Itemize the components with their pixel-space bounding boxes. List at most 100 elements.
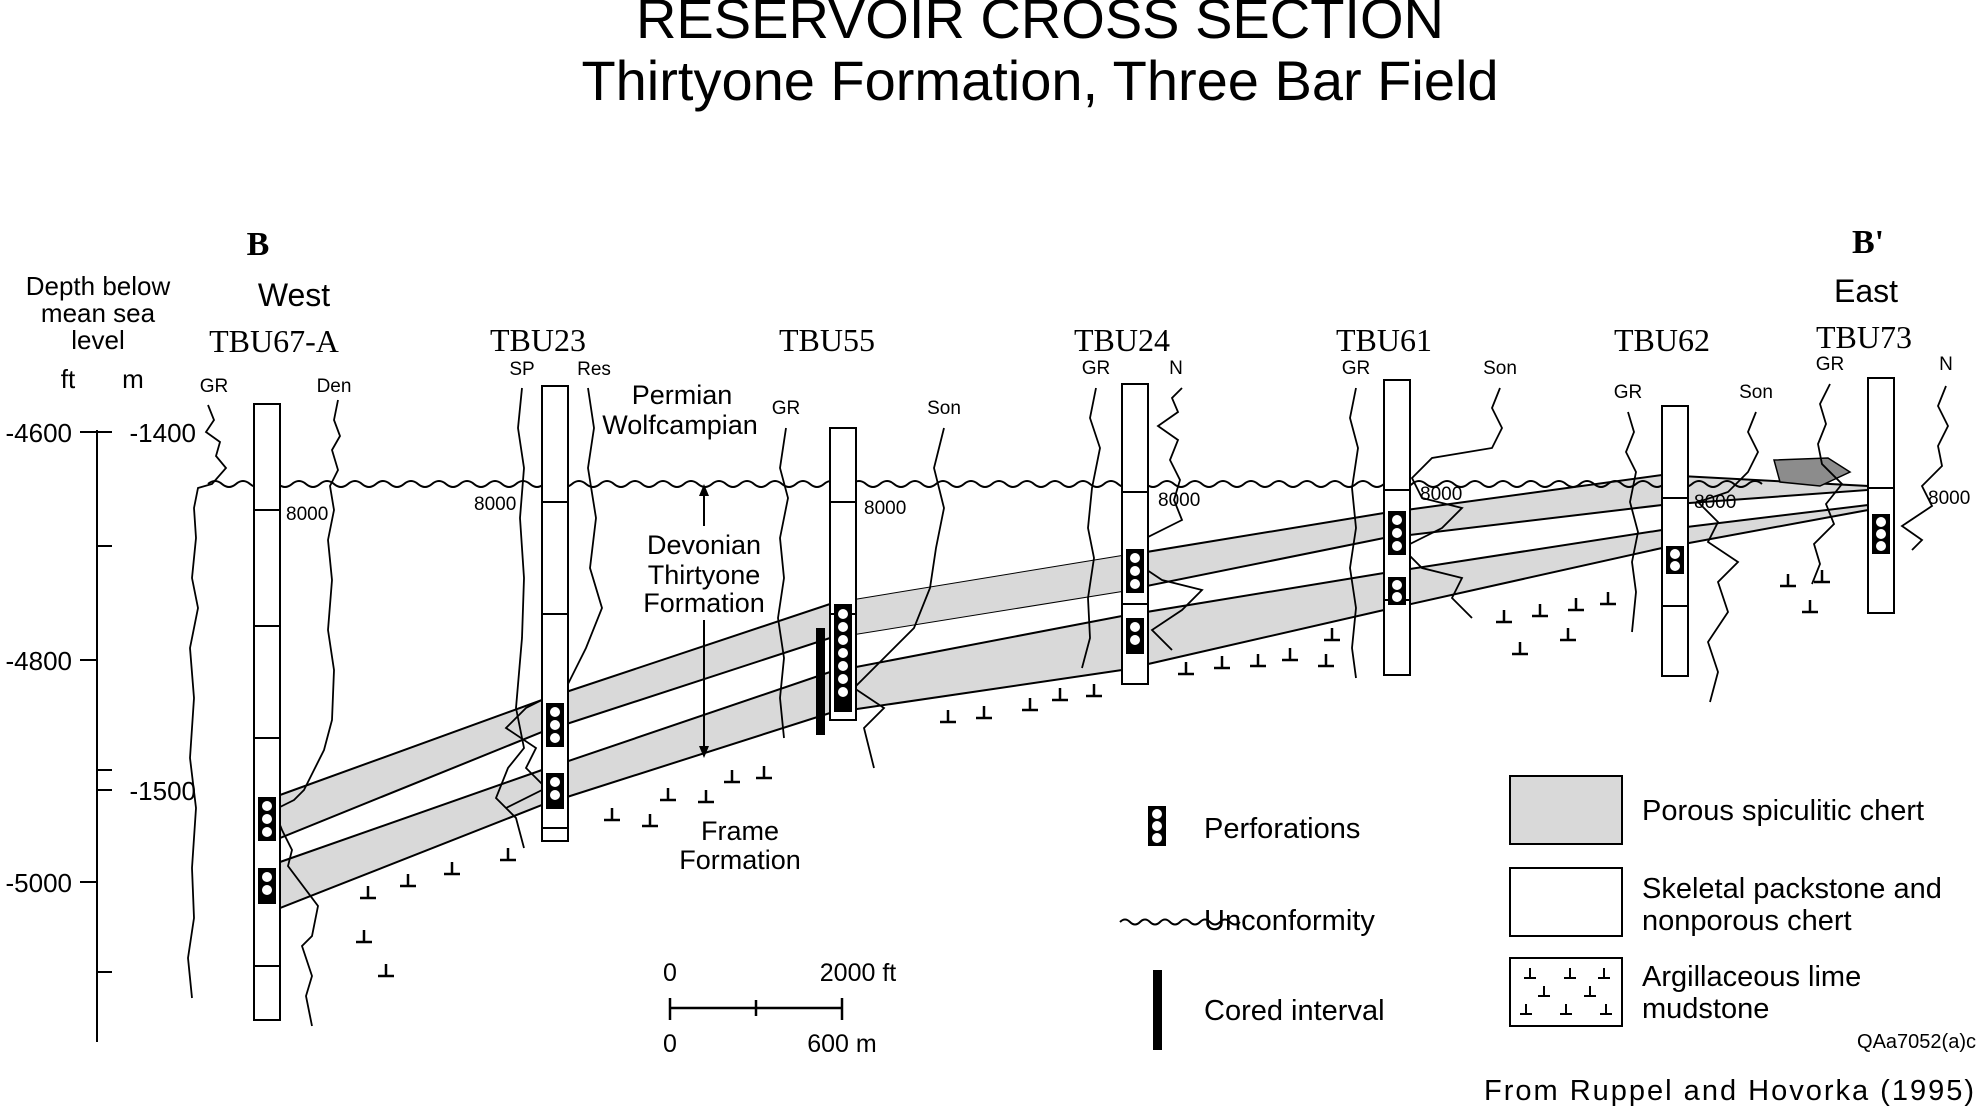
depth-axis-label-line1: Depth below [26,271,171,301]
lime-mudstone-symbols [356,570,1830,978]
cored-interval-bar [816,628,825,735]
log-label: GR [200,376,229,397]
unconformity-dark-patch [1773,457,1852,487]
west-label: West [258,277,330,313]
devonian-label: Devonian [647,530,761,560]
perforation-symbol [834,604,852,712]
legend-cored-interval-icon [1153,970,1162,1050]
well-column-tbu67a [253,403,281,1021]
thickness-arrow [699,484,709,758]
legend-perforations-label: Perforations [1204,813,1360,845]
log-label: Son [927,398,961,419]
log-curve-tbu61-gr [1349,387,1359,679]
legend: Perforations Unconformity Cored interval… [1119,775,1942,1050]
depth-axis-m-tick-label: -1500 [130,776,197,806]
scale-m-end: 600 m [807,1030,876,1058]
log-labels: GR Den SP Res GR Son GR N GR Son GR Son … [200,354,1953,419]
mudstone-symbol [1780,570,1830,614]
well-name-tbu73: TBU73 [1816,319,1912,355]
log-curve-tbu24-n [1130,387,1204,651]
depth-axis: Depth below mean sea level ft m -4600 -4… [6,271,197,1042]
perforation-symbol [258,868,276,904]
scale-m-start: 0 [663,1030,677,1058]
perforation-symbol [1126,618,1144,654]
perforation-symbol [1666,546,1684,574]
mudstone-symbol [1496,592,1616,656]
log-curve-tbu62-gr [1625,411,1639,633]
depth-axis-ft-tick-label: -4600 [6,418,73,448]
log-curve-tbu55-gr [777,427,789,739]
east-label: East [1834,273,1898,309]
perforation-symbol [1388,577,1406,605]
perforation-symbol [546,773,564,809]
mudstone-symbol [940,684,1102,724]
porous-chert-band-upper-fill [830,556,1122,638]
west-letter: B [247,226,270,263]
depth-mark-tbu55: 8000 [864,498,906,519]
log-label: GR [1816,354,1845,375]
log-curve-tbu73-n [1900,385,1950,551]
depth-axis-m-tick-label: -1400 [130,418,197,448]
depth-mark-tbu67a: 8000 [286,504,328,525]
perforation-symbol [1126,549,1144,593]
log-label: Son [1739,382,1773,403]
well-name-tbu61: TBU61 [1336,322,1432,358]
legend-unconformity-label: Unconformity [1204,905,1375,937]
log-curve-tbu55-son [852,427,945,769]
log-label: GR [772,398,801,419]
permian-label: Permian [632,380,733,410]
mudstone-symbol [356,848,516,978]
perforation-symbol [1872,514,1890,554]
log-curve-tbu67a-gr [187,404,228,999]
depth-mark-tbu62: 8000 [1694,492,1736,513]
log-label: N [1169,358,1183,379]
citation: From Ruppel and Hovorka (1995) [1484,1075,1976,1107]
well-name-tbu23: TBU23 [490,322,586,358]
log-curve-tbu73-gr [1811,383,1844,585]
perforations [258,511,1890,904]
legend-argillaceous-symbols [1520,968,1612,1015]
endpoint-labels: B West B' East [247,224,1898,313]
legend-perforations-icon [1148,806,1166,846]
log-label: GR [1342,358,1371,379]
perforation-symbol [1388,511,1406,555]
log-curve-tbu23-res [504,387,603,809]
legend-argillaceous-swatch [1509,957,1623,1027]
frame-formation-label: Formation [679,845,801,875]
legend-skeletal-label-line1: Skeletal packstone and [1642,873,1942,905]
log-curve-tbu61-son [1400,387,1504,619]
figure-subtitle: Thirtyone Formation, Three Bar Field [581,49,1498,112]
legend-porous-chert-swatch [1509,775,1623,845]
log-curves [187,383,1950,1027]
depth-axis-m-unit: m [122,364,144,394]
well-name-tbu62: TBU62 [1614,322,1710,358]
log-label: GR [1082,358,1111,379]
log-label: SP [509,359,534,380]
scale-ft-start: 0 [663,959,677,987]
depth-axis-label-line2: mean sea [41,298,156,328]
well-name-tbu55: TBU55 [779,322,875,358]
mudstone-symbol [604,766,772,828]
log-curve-tbu67a-den [272,399,341,1027]
unit-labels: Permian Wolfcampian Devonian Thirtyone F… [602,380,801,875]
legend-porous-chert-label: Porous spiculitic chert [1642,795,1924,827]
log-label: N [1939,354,1953,375]
figure-title: RESERVOIR CROSS SECTION [636,0,1444,50]
well-name-tbu67a: TBU67-A [209,323,339,359]
well-names: TBU67-A TBU23 TBU55 TBU24 TBU61 TBU62 TB… [209,319,1912,359]
log-label: Son [1483,358,1517,379]
legend-cored-interval-label: Cored interval [1204,995,1385,1027]
depth-axis-ft-unit: ft [61,364,76,394]
scale-ft-end: 2000 ft [820,959,897,987]
thirtyone-label: Thirtyone [648,560,761,590]
frame-label: Frame [701,816,779,846]
depth-mark-tbu73: 8000 [1928,488,1970,509]
formation-label: Formation [643,588,765,618]
depth-axis-label-line3: level [71,325,124,355]
legend-skeletal-swatch [1509,867,1623,937]
well-column-tbu73 [1867,377,1895,614]
depth-axis-ft-tick-label: -4800 [6,646,73,676]
legend-argillaceous-label-line2: mudstone [1642,993,1769,1025]
log-curve-tbu62-son [1696,411,1760,703]
